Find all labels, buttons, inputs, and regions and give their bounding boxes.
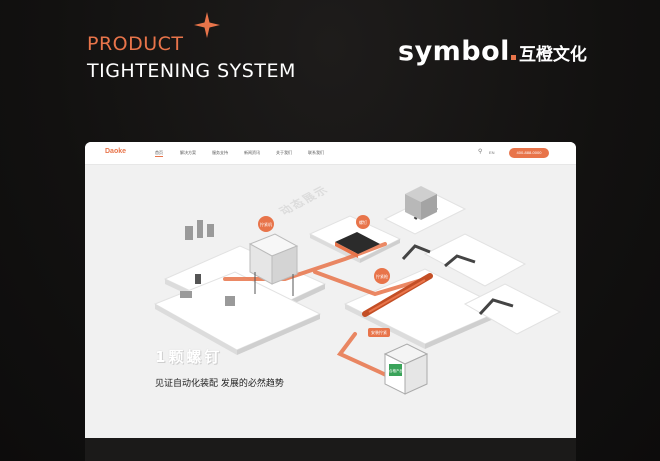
brand-dot [510,55,516,60]
qualified-product-box [383,343,429,395]
nav-item-solutions[interactable]: 解决方案 [180,150,196,155]
brand-logo: symbol 互橙文化 [398,36,587,67]
platform-bottom-left [153,271,322,355]
hero-subtitle: 见证自动化装配 发展的必然趋势 [155,379,284,389]
gear-parts [180,220,235,306]
tag-qualified-product: 合格产品 [389,368,403,373]
site-logo[interactable]: Daoke [105,148,127,155]
nav-item-contact[interactable]: 联系我们 [308,150,324,155]
site-navbar: Daoke 首页 解决方案 服务支持 新闻资讯 关于我们 联系我们 ⚲ EN 4… [85,142,576,165]
brand-name-cn: 互橙文化 [518,45,587,65]
nav-item-news[interactable]: 新闻资讯 [244,150,260,155]
svg-text:拧紧机: 拧紧机 [260,221,272,227]
svg-text:合格产品: 合格产品 [389,368,403,373]
equipment-cabinet [405,186,437,220]
isometric-production-scene: 拧紧机 螺钉 拧紧枪 安装拧紧 合格产品 [153,186,562,395]
hero-slogan: 1颗螺钉 [155,348,223,366]
svg-text:螺钉: 螺钉 [359,219,367,225]
website-preview: Daoke 首页 解决方案 服务支持 新闻资讯 关于我们 联系我们 ⚲ EN 4… [85,142,576,461]
screw-tray [335,232,380,258]
next-section-bar [85,438,576,461]
phone-button[interactable]: 400-888-0000 [509,148,549,158]
tag-tightening-gun: 拧紧枪 [374,268,390,284]
product-label: PRODUCT [87,33,184,55]
tag-install-tighten: 安装拧紧 [368,328,390,337]
language-switch[interactable]: EN [489,150,495,155]
tag-screw: 螺钉 [356,215,370,229]
page-title: TIGHTENING SYSTEM [87,60,296,82]
tightening-machine [248,233,299,296]
svg-text:安装拧紧: 安装拧紧 [371,329,387,335]
tag-tightening-machine: 拧紧机 [258,216,274,232]
nav-item-about[interactable]: 关于我们 [276,150,292,155]
brand-name-en: symbol [398,36,510,67]
nav-item-home[interactable]: 首页 [155,150,163,157]
nav-item-service[interactable]: 服务支持 [212,150,228,155]
svg-text:拧紧枪: 拧紧枪 [376,273,388,279]
search-icon[interactable]: ⚲ [478,149,483,155]
sparkle-icon [194,12,220,38]
tightening-gun [362,273,433,317]
